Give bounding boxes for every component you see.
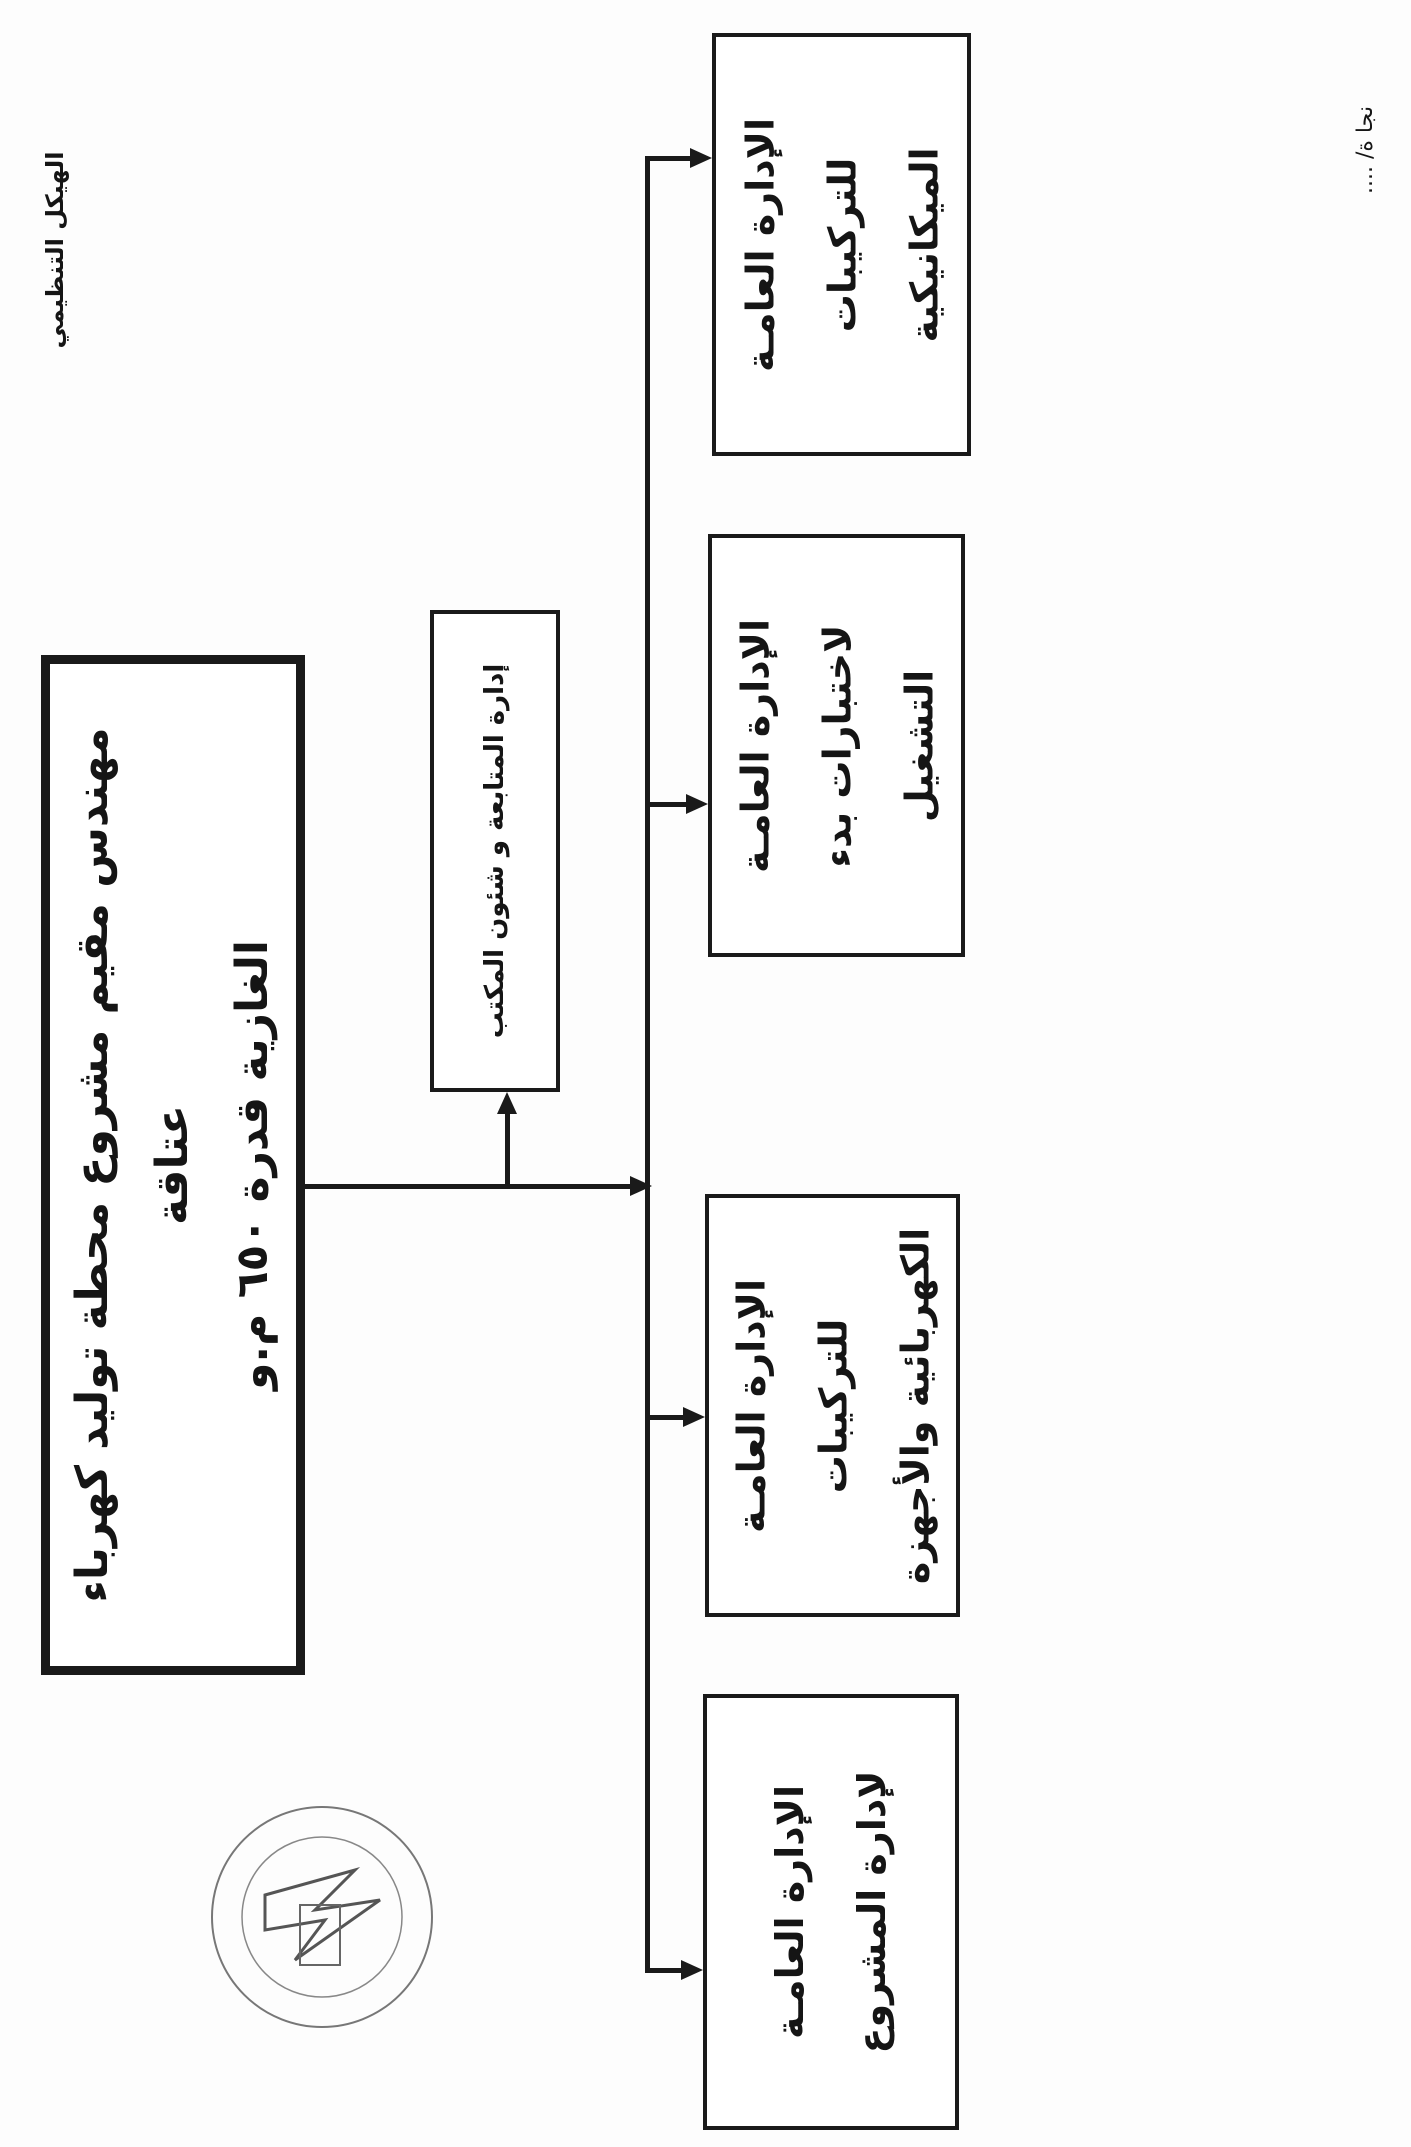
dept-line: لإدارة المشروع bbox=[850, 1770, 894, 2054]
staff-unit-label: إدارة المتابعة و شئون المكتب bbox=[480, 663, 510, 1039]
reference-note: نجا ة/ .... bbox=[1352, 106, 1378, 194]
connector-head-to-bus bbox=[305, 1184, 635, 1189]
branch-dept-1 bbox=[645, 156, 693, 161]
arrow-dept-2 bbox=[686, 794, 708, 814]
dept-box-commissioning: الإدارة العامـة لاختبارات بدء التشغيل bbox=[708, 534, 965, 957]
document-title: الهيكل التنظيمي bbox=[41, 151, 69, 349]
staff-unit-box: إدارة المتابعة و شئون المكتب bbox=[430, 610, 560, 1092]
head-box: مهندس مقيم مشروع محطة توليد كهرباء عتاقة… bbox=[41, 655, 305, 1675]
dept-box-mechanical: الإدارة العامـة للتركيبات الميكانيكية bbox=[712, 33, 971, 456]
dept-line: الإدارة العامـة bbox=[732, 618, 777, 873]
head-title-line1: مهندس مقيم مشروع محطة توليد كهرباء عتاقة bbox=[67, 727, 198, 1603]
dept-box-electrical: الإدارة العامـة للتركيبات الكهربائية وال… bbox=[705, 1194, 960, 1617]
dept-line: الإدارة العامـة bbox=[737, 117, 782, 372]
branch-dept-2 bbox=[645, 802, 691, 807]
dept-line: لاختبارات بدء bbox=[814, 624, 859, 867]
arrow-dept-3 bbox=[683, 1407, 705, 1427]
connector-to-staff bbox=[505, 1110, 510, 1186]
dept-line: الإدارة العامـة bbox=[768, 1785, 812, 2039]
branch-dept-3 bbox=[645, 1415, 689, 1420]
arrow-to-staff bbox=[497, 1092, 517, 1114]
arrow-dept-1 bbox=[690, 148, 712, 168]
dept-line: الكهربائية والأجهزة bbox=[892, 1227, 937, 1584]
reference-note-wrap: نجا ة/ .... bbox=[1345, 60, 1385, 240]
dept-line: للتركيبات bbox=[819, 157, 864, 332]
dept-line: للتركيبات bbox=[810, 1318, 855, 1493]
vertical-bus bbox=[645, 156, 650, 1973]
head-title-line2: الغازية قدرة ٦٥٠ م.و bbox=[227, 940, 278, 1390]
dept-line: الإدارة العامـة bbox=[728, 1278, 773, 1533]
dept-box-project-management: الإدارة العامـة لإدارة المشروع bbox=[703, 1694, 959, 2130]
dept-line: الميكانيكية bbox=[901, 146, 946, 343]
branch-dept-4 bbox=[645, 1968, 687, 1973]
document-title-wrap: الهيكل التنظيمي bbox=[30, 130, 80, 370]
company-seal-stamp bbox=[211, 1806, 433, 2028]
dept-line: التشغيل bbox=[896, 669, 941, 822]
arrow-dept-4 bbox=[681, 1960, 703, 1980]
